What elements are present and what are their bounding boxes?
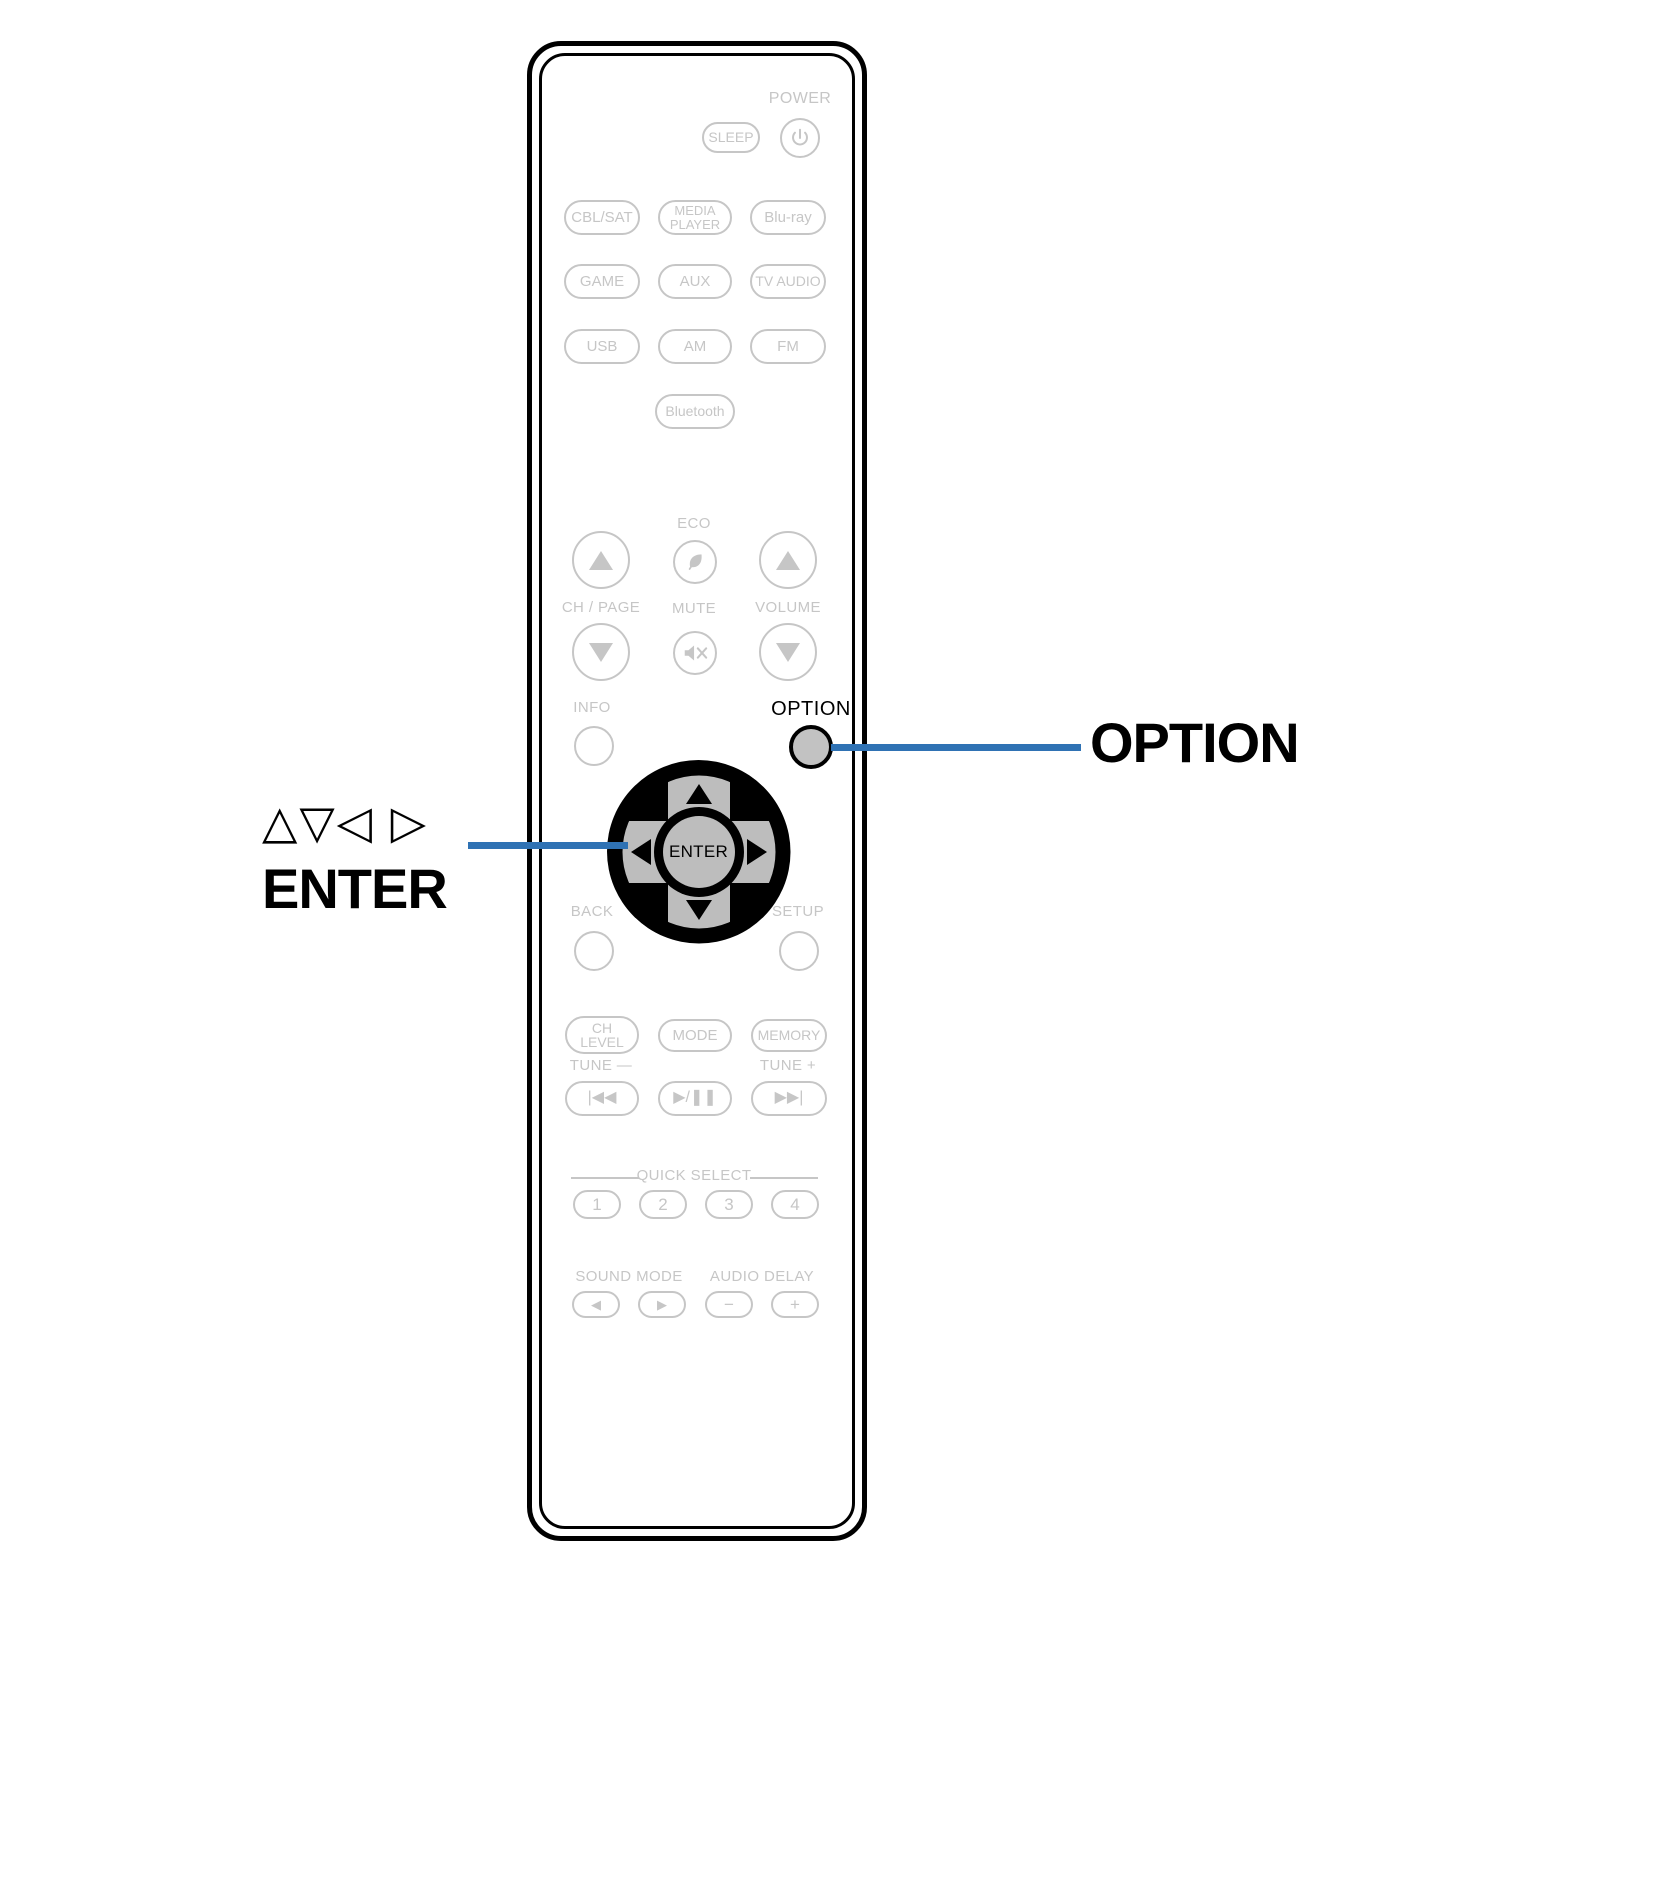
audio-delay-label: AUDIO DELAY (709, 1268, 815, 1285)
back-button[interactable] (574, 931, 614, 971)
source-button-bluetooth[interactable]: Bluetooth (655, 394, 735, 429)
tune-minus-label: TUNE — (569, 1057, 633, 1074)
dpad-left-arrow-icon (630, 838, 651, 865)
memory-button[interactable]: MEMORY (751, 1019, 827, 1052)
eco-label: ECO (677, 515, 711, 532)
triangle-up-icon (776, 550, 800, 570)
audio-delay-plus-button[interactable]: + (771, 1291, 819, 1318)
source-button-fm[interactable]: FM (750, 329, 826, 364)
option-button-label: OPTION (771, 698, 851, 720)
quick-select-button-1[interactable]: 1 (573, 1190, 621, 1219)
triangle-right-icon: ▶ (657, 1296, 667, 1312)
speaker-mute-icon (684, 645, 708, 661)
sound-mode-prev-button[interactable]: ◀ (572, 1291, 620, 1318)
triangle-down-icon (776, 642, 800, 662)
volume-label: VOLUME (755, 599, 821, 616)
sleep-button[interactable]: SLEEP (702, 122, 760, 153)
ch-page-label: CH / PAGE (561, 599, 641, 616)
skip-previous-icon: |◀◀ (587, 1089, 617, 1107)
quick-select-label: QUICK SELECT (636, 1167, 752, 1184)
triangle-up-icon (589, 550, 613, 570)
quick-select-rule-left (571, 1177, 639, 1179)
volume-down-button[interactable] (759, 623, 817, 681)
audio-delay-minus-button[interactable]: − (705, 1291, 753, 1318)
enter-callout-arrows: △▽◁ ▷ (262, 795, 429, 849)
source-button-cbl-sat[interactable]: CBL/SAT (564, 200, 640, 235)
ch-level-line1: CH (591, 1019, 613, 1036)
source-button-game[interactable]: GAME (564, 264, 640, 299)
source-button-aux[interactable]: AUX (658, 264, 732, 299)
back-label: BACK (570, 903, 614, 920)
mode-button[interactable]: MODE (658, 1019, 732, 1052)
ch-page-down-button[interactable] (572, 623, 630, 681)
source-button-blu-ray[interactable]: Blu-ray (750, 200, 826, 235)
option-button[interactable] (789, 725, 833, 769)
mute-button[interactable] (673, 631, 717, 675)
enter-callout-leader-line (468, 842, 628, 849)
info-button[interactable] (574, 726, 614, 766)
source-button-media-player[interactable]: MEDIA PLAYER (658, 200, 732, 235)
sound-mode-next-button[interactable]: ▶ (638, 1291, 686, 1318)
ch-level-line2: LEVEL (580, 1034, 624, 1050)
enter-callout-text: ENTER (262, 857, 448, 920)
source-button-am[interactable]: AM (658, 329, 732, 364)
ch-page-up-button[interactable] (572, 531, 630, 589)
tune-plus-label: TUNE + (759, 1057, 817, 1074)
quick-select-button-3[interactable]: 3 (705, 1190, 753, 1219)
triangle-down-icon (589, 642, 613, 662)
play-pause-icon: ▶/❚❚ (673, 1089, 717, 1107)
skip-next-icon: ▶▶| (774, 1089, 804, 1107)
media-player-line2: PLAYER (669, 216, 721, 232)
option-callout-text: OPTION (1090, 711, 1300, 774)
leaf-icon (688, 554, 702, 570)
source-button-usb[interactable]: USB (564, 329, 640, 364)
eco-button[interactable] (673, 540, 717, 584)
setup-label: SETUP (771, 903, 825, 920)
mute-label: MUTE (671, 600, 717, 617)
power-button[interactable] (780, 118, 820, 158)
quick-select-button-2[interactable]: 2 (639, 1190, 687, 1219)
info-label: INFO (573, 699, 611, 716)
source-button-tv-audio[interactable]: TV AUDIO (750, 264, 826, 299)
power-group-label: POWER (768, 90, 832, 107)
skip-previous-button[interactable]: |◀◀ (565, 1081, 639, 1116)
dpad-up-arrow-icon (685, 783, 712, 804)
enter-button[interactable]: ENTER (662, 815, 735, 888)
quick-select-rule-right (750, 1177, 818, 1179)
dpad-right-arrow-icon (746, 838, 767, 865)
quick-select-button-4[interactable]: 4 (771, 1190, 819, 1219)
play-pause-button[interactable]: ▶/❚❚ (658, 1081, 732, 1116)
setup-button[interactable] (779, 931, 819, 971)
dpad-enter-cluster[interactable]: ENTER (607, 760, 790, 943)
dpad-down-arrow-icon (685, 899, 712, 920)
skip-next-button[interactable]: ▶▶| (751, 1081, 827, 1116)
power-symbol-icon (792, 128, 808, 146)
ch-level-button[interactable]: CH LEVEL (565, 1016, 639, 1054)
triangle-left-icon: ◀ (591, 1296, 601, 1312)
sound-mode-label: SOUND MODE (575, 1268, 683, 1285)
media-player-line1: MEDIA (674, 203, 716, 219)
volume-up-button[interactable] (759, 531, 817, 589)
option-callout-leader-line (831, 744, 1081, 751)
